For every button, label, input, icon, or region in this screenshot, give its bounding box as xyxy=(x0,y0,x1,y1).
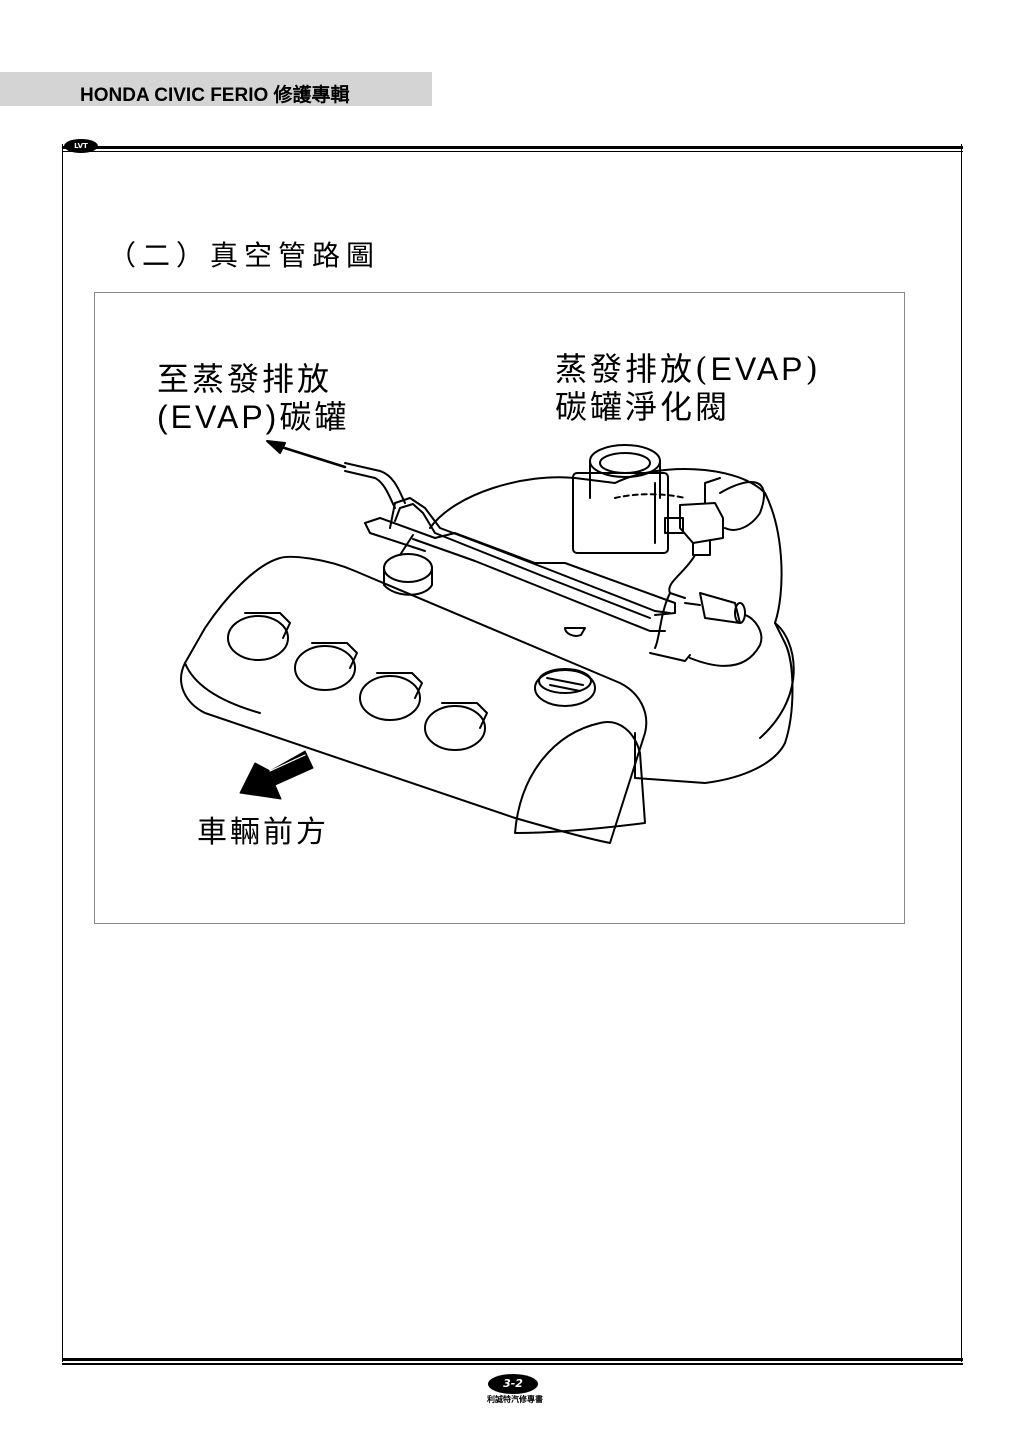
label-canister: 碳罐 xyxy=(279,397,350,436)
vacuum-hose-diagram: 至蒸發排放 (EVAP)碳罐 蒸發排放(EVAP) 碳罐淨化閥 車輛前方 xyxy=(94,292,905,924)
label-valve-en: EVAP xyxy=(710,351,806,387)
publisher-logo: LVT xyxy=(64,139,98,153)
label-evap-purge-valve: 蒸發排放(EVAP) 碳罐淨化閥 xyxy=(555,350,821,427)
evap-filter xyxy=(684,592,746,624)
top-rule xyxy=(62,146,963,149)
front-arrow xyxy=(239,750,314,800)
bottom-rule-thin xyxy=(62,1363,963,1365)
label-to-evap-line1: 至蒸發排放 xyxy=(157,360,333,398)
label-to-evap-canister: 至蒸發排放 (EVAP)碳罐 xyxy=(157,360,350,437)
bottom-rule xyxy=(62,1358,963,1361)
to-canister-arrow xyxy=(273,443,347,469)
ignition-coil-3 xyxy=(359,672,423,721)
evap-purge-valve xyxy=(664,477,766,556)
book-title: HONDA CIVIC FERIO 修護專輯 xyxy=(80,85,350,106)
label-valve-zh: 蒸發排放( xyxy=(555,350,711,388)
label-to-evap-line2: (EVAP)碳罐 xyxy=(157,397,350,437)
publisher-name: 利誠特汽修專書 xyxy=(487,1395,543,1404)
top-rule-thin xyxy=(62,151,963,152)
page-frame xyxy=(62,144,962,1362)
label-valve-close: ) xyxy=(805,350,821,388)
label-valve-line1: 蒸發排放(EVAP) xyxy=(555,350,821,389)
engine-illustration xyxy=(180,440,795,844)
label-evap-abbrev: (EVAP) xyxy=(157,398,280,435)
ignition-coil-4 xyxy=(424,702,488,751)
ignition-coil-2 xyxy=(294,642,358,691)
header-bar xyxy=(0,72,432,106)
section-title: （二）真空管路圖 xyxy=(108,239,381,272)
label-valve-line2: 碳罐淨化閥 xyxy=(555,387,731,426)
page-number: 3-2 xyxy=(488,1374,538,1394)
label-vehicle-front: 車輛前方 xyxy=(197,815,329,850)
ignition-coil-1 xyxy=(227,612,291,661)
